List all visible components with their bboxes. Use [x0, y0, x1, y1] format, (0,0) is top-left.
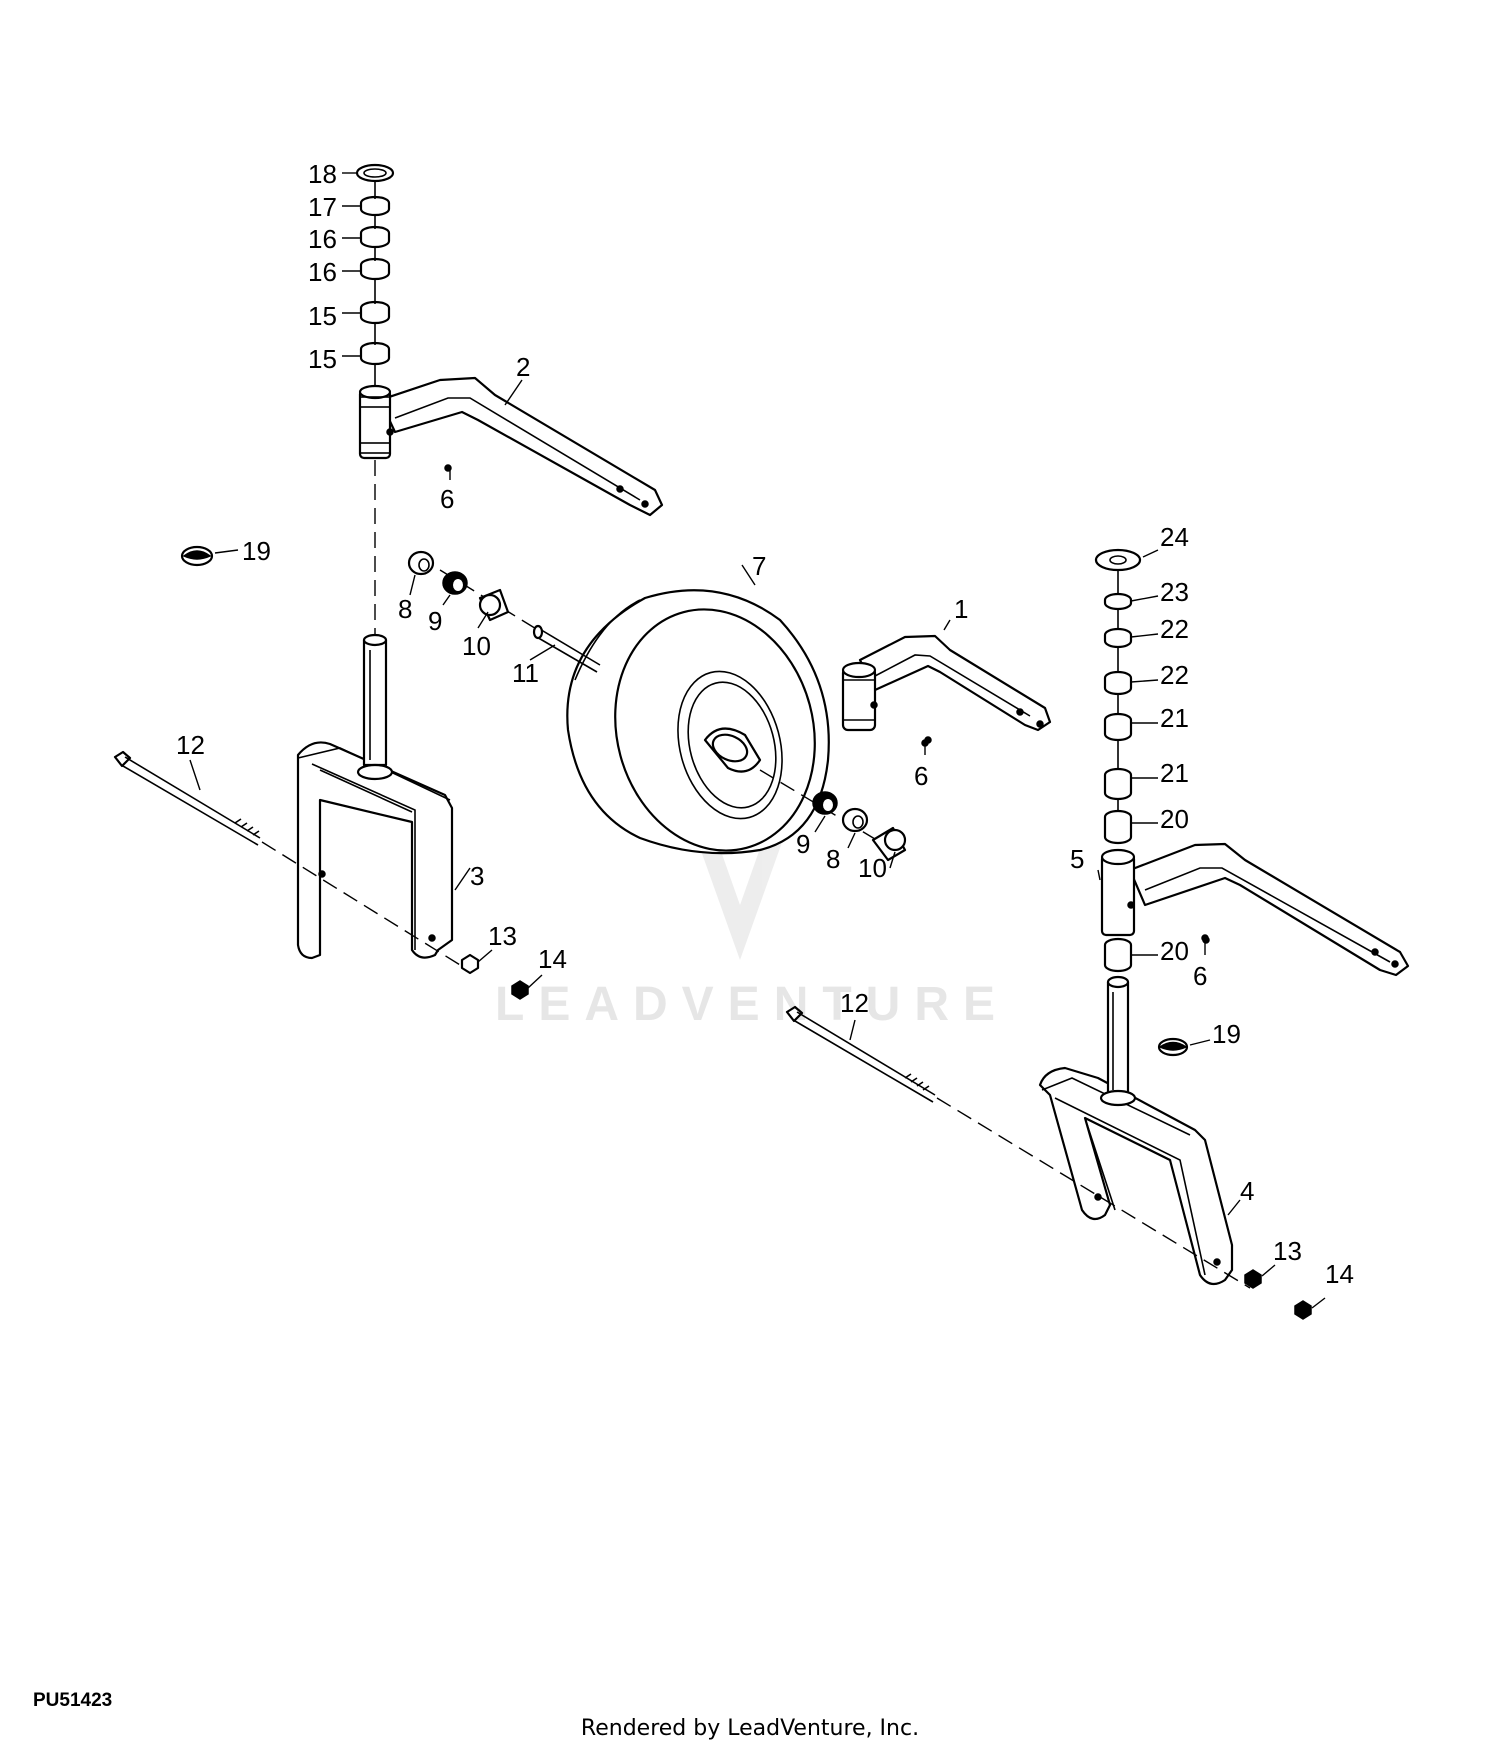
label-16b: 16	[308, 257, 337, 287]
nuts-left	[460, 953, 529, 1000]
label-8a: 8	[398, 594, 412, 624]
nuts-right	[1244, 1269, 1312, 1320]
label-4: 4	[1240, 1176, 1254, 1206]
label-6b: 6	[914, 761, 928, 791]
label-13a: 13	[488, 921, 517, 951]
label-10b: 10	[858, 853, 887, 883]
caster-arm-5	[1100, 842, 1410, 977]
leadventure-watermark: LEADVENTURE	[495, 800, 1009, 1031]
label-17: 17	[308, 192, 337, 222]
bolt-12-left	[113, 750, 466, 969]
label-3: 3	[470, 861, 484, 891]
caster-fork-4	[1038, 975, 1234, 1286]
label-9a: 9	[428, 606, 442, 636]
label-23: 23	[1160, 577, 1189, 607]
label-15a: 15	[308, 301, 337, 331]
label-12b: 12	[840, 988, 869, 1018]
label-10a: 10	[462, 631, 491, 661]
label-19a: 19	[242, 536, 271, 566]
caster-arm-2	[358, 376, 664, 517]
label-14a: 14	[538, 944, 567, 974]
label-1: 1	[954, 594, 968, 624]
label-20a: 20	[1160, 804, 1189, 834]
label-2: 2	[516, 352, 530, 382]
label-9b: 9	[796, 829, 810, 859]
label-6a: 6	[440, 484, 454, 514]
label-16a: 16	[308, 224, 337, 254]
label-13b: 13	[1273, 1236, 1302, 1266]
right-bearing-stack	[1094, 548, 1142, 973]
label-7: 7	[752, 551, 766, 581]
label-15b: 15	[308, 344, 337, 374]
label-8b: 8	[826, 844, 840, 874]
callout-labels: 18 17 16 16 15 15 2 6 19 8 9 10 11 7 1 6…	[176, 159, 1354, 1289]
label-6c: 6	[1193, 961, 1207, 991]
label-22b: 22	[1160, 660, 1189, 690]
label-24: 24	[1160, 522, 1189, 552]
spacers-right-9-8-10	[812, 791, 907, 862]
watermark-text: LEADVENTURE	[495, 978, 1009, 1031]
label-19b: 19	[1212, 1019, 1241, 1049]
caster-arm-1	[841, 634, 1052, 744]
screw-6-right	[1202, 936, 1210, 944]
diagram-code: PU51423	[33, 1690, 113, 1711]
label-14b: 14	[1325, 1259, 1354, 1289]
left-bearing-stack	[355, 163, 395, 388]
caster-fork-3	[296, 633, 454, 960]
bolt-12-right	[785, 1005, 1251, 1289]
label-11: 11	[512, 658, 539, 688]
spacers-left-8-9-10	[407, 550, 510, 622]
label-22a: 22	[1160, 614, 1189, 644]
label-21b: 21	[1160, 758, 1189, 788]
leader-lines	[189, 172, 1326, 1309]
pin-19-right	[1157, 1037, 1189, 1057]
label-5: 5	[1070, 844, 1084, 874]
pin-19-left	[180, 545, 214, 567]
wheel-7	[566, 589, 830, 855]
label-21a: 21	[1160, 703, 1189, 733]
rendered-by-footer: Rendered by LeadVenture, Inc.	[580, 1716, 920, 1741]
label-18: 18	[308, 159, 337, 189]
label-20b: 20	[1160, 936, 1189, 966]
label-12a: 12	[176, 730, 205, 760]
screw-6-mid	[921, 739, 929, 747]
